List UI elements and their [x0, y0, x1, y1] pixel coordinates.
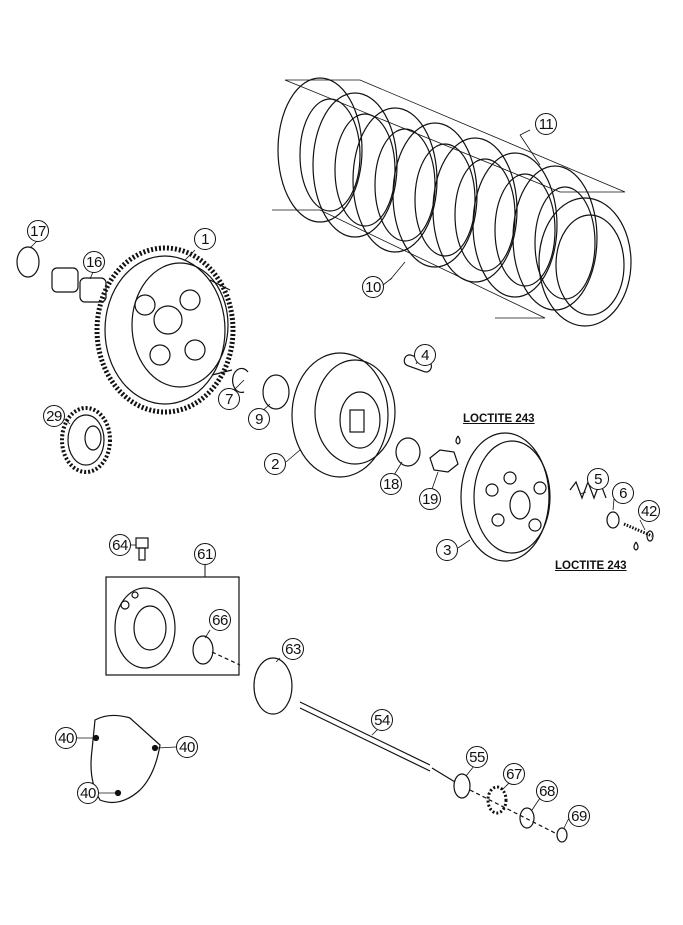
o-ring-63	[253, 657, 293, 715]
callout-40-bottom: 40	[77, 782, 99, 804]
washer-6	[606, 511, 620, 529]
loctite-note-top: LOCTITE 243	[463, 413, 535, 425]
callout-63: 63	[282, 638, 304, 660]
push-rod-54	[299, 701, 431, 772]
callout-7: 7	[218, 388, 240, 410]
circlip-69	[556, 827, 568, 843]
ring-17	[16, 246, 40, 278]
loctite-drop-bottom	[633, 541, 639, 551]
callout-2: 2	[264, 453, 286, 475]
callout-61: 61	[194, 543, 216, 565]
callout-40-right: 40	[176, 736, 198, 758]
clutch-basket-1	[94, 245, 236, 415]
callout-9: 9	[248, 408, 270, 430]
washer-9	[262, 374, 290, 410]
nut-19	[429, 449, 459, 473]
callout-68: 68	[536, 780, 558, 802]
callout-11: 11	[535, 113, 557, 135]
piston-66	[192, 635, 241, 666]
callout-69: 69	[568, 805, 590, 827]
callout-6: 6	[612, 482, 634, 504]
callout-66: 66	[209, 609, 231, 631]
callout-4: 4	[414, 344, 436, 366]
callout-54: 54	[371, 709, 393, 731]
bleeder-screw-64	[135, 537, 149, 561]
callout-16: 16	[83, 251, 105, 273]
lock-washer-18	[395, 437, 421, 467]
screw-42	[623, 522, 654, 542]
thrust-bearing-67	[486, 785, 508, 815]
clutch-plate-stack	[272, 77, 632, 327]
callout-5: 5	[587, 468, 609, 490]
needle-bearings-16	[51, 267, 107, 303]
cover-plate-40	[90, 714, 161, 803]
inner-hub-2	[291, 352, 396, 478]
callout-18: 18	[380, 473, 402, 495]
callout-42: 42	[638, 500, 660, 522]
loctite-note-bottom: LOCTITE 243	[555, 560, 627, 572]
gear-29	[60, 406, 112, 474]
callout-3: 3	[436, 539, 458, 561]
callout-19: 19	[419, 488, 441, 510]
callout-10: 10	[362, 276, 384, 298]
callout-1: 1	[194, 228, 216, 250]
washer-68	[519, 807, 535, 829]
callout-40-left: 40	[55, 727, 77, 749]
loctite-drop-top	[455, 435, 461, 445]
slave-cylinder-61	[114, 587, 176, 669]
push-piece-55	[431, 767, 471, 799]
callout-55: 55	[466, 746, 488, 768]
circlip-7	[232, 367, 249, 394]
callout-29: 29	[43, 405, 65, 427]
slave-cylinder-box	[105, 576, 240, 676]
callout-64: 64	[109, 534, 131, 556]
callout-67: 67	[503, 763, 525, 785]
callout-17: 17	[27, 220, 49, 242]
pressure-plate-3	[460, 432, 551, 562]
